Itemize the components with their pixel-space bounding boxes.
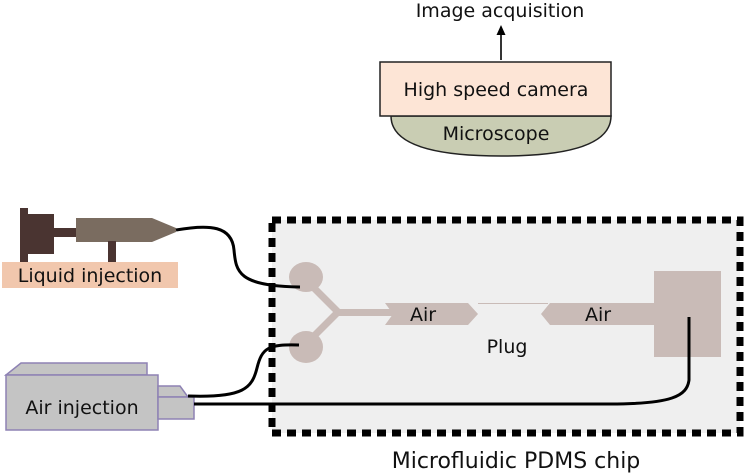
pump-front-block [157, 396, 195, 420]
chip-group: Air Air Plug [268, 216, 744, 437]
syringe-barrel [76, 218, 176, 242]
chip-caption: Microfluidic PDMS chip [392, 449, 641, 474]
air-right-label: Air [585, 304, 611, 326]
imaging-group: Image acquisition Microscope High speed … [379, 0, 612, 157]
channel-network [289, 262, 721, 363]
tubing [175, 225, 691, 406]
syringe-icon [20, 208, 176, 266]
plug-label: Plug [487, 336, 528, 358]
syringe-plunger-flange [28, 214, 54, 254]
y-junction-lower [309, 309, 341, 341]
syringe-plunger-rod [54, 228, 80, 237]
liquid-injection-label-bg [2, 262, 178, 288]
syringe-plunger-head [20, 208, 28, 266]
y-junction-upper [309, 283, 341, 315]
high-speed-camera [379, 61, 612, 117]
air-left-label: Air [410, 304, 436, 326]
liquid-injection-label: Liquid injection [18, 265, 162, 287]
air-injection-label: Air injection [25, 397, 138, 419]
image-acquisition-label: Image acquisition [416, 0, 585, 22]
air-bubble-right [541, 303, 656, 325]
air-bubble-left [385, 303, 478, 325]
chip-dotted-border [268, 216, 744, 437]
tube-outlet [194, 317, 691, 406]
microscope-label: Microscope [443, 123, 550, 145]
high-speed-camera-label: High speed camera [404, 79, 589, 101]
tube-liquid-to-chip [175, 225, 301, 289]
tube-air-to-chip [187, 343, 300, 398]
arrow-up-icon [496, 25, 506, 60]
pump-top-face [3, 362, 148, 376]
syringe-stand-post [108, 241, 116, 266]
microscope [390, 115, 612, 157]
main-channel-inlet [336, 309, 396, 316]
pump-front-step [157, 385, 190, 398]
